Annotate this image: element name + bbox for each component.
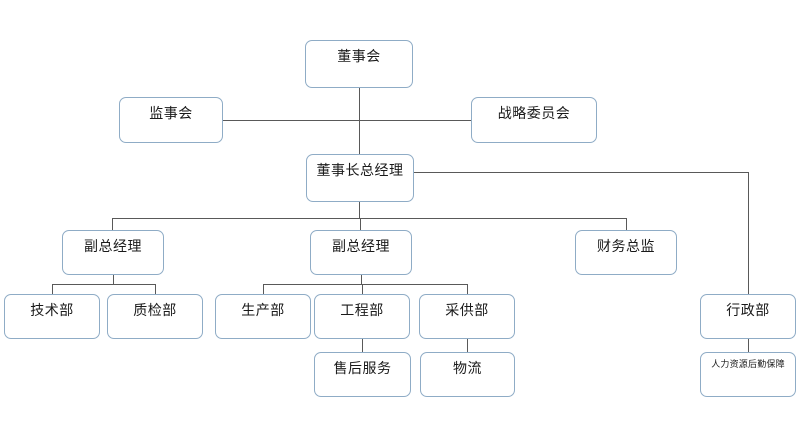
connector-vp-mid-down xyxy=(361,275,362,284)
connector-drop-procurement xyxy=(467,284,468,294)
org-node-label: 副总经理 xyxy=(332,239,390,255)
connector-left-bus xyxy=(52,284,155,285)
org-node-label: 战略委员会 xyxy=(497,106,571,122)
org-node-qc[interactable]: 质检部 xyxy=(107,294,203,339)
org-node-vp-mid[interactable]: 副总经理 xyxy=(310,230,412,275)
connector-drop-vp-mid xyxy=(360,218,361,230)
connector-proc-logistics xyxy=(467,339,468,352)
connector-eng-aftersales xyxy=(362,339,363,352)
org-node-label: 财务总监 xyxy=(597,239,655,255)
org-node-label: 行政部 xyxy=(726,303,770,319)
org-node-chairman[interactable]: 董事长总经理 xyxy=(306,154,414,202)
connector-drop-engineering xyxy=(362,284,363,294)
connector-drop-vp-left xyxy=(112,218,113,230)
org-node-label: 工程部 xyxy=(340,303,384,319)
connector-board-trunk xyxy=(359,88,360,154)
org-node-admin[interactable]: 行政部 xyxy=(700,294,796,339)
connector-chairman-right xyxy=(414,172,748,173)
org-node-engineering[interactable]: 工程部 xyxy=(314,294,410,339)
org-node-label: 售后服务 xyxy=(333,361,392,377)
org-node-label: 物流 xyxy=(453,361,482,377)
org-node-strategy[interactable]: 战略委员会 xyxy=(471,97,597,143)
org-node-hr[interactable]: 人力资源后勤保障 xyxy=(700,352,796,397)
connector-drop-tech xyxy=(52,284,53,294)
org-node-board[interactable]: 董事会 xyxy=(305,40,413,88)
org-node-production[interactable]: 生产部 xyxy=(215,294,311,339)
connector-mid-bus xyxy=(263,284,467,285)
connector-drop-qc xyxy=(155,284,156,294)
connector-vp-left-down xyxy=(113,275,114,284)
org-node-label: 人力资源后勤保障 xyxy=(711,360,785,370)
connector-committee-bus xyxy=(223,120,472,121)
org-node-label: 生产部 xyxy=(241,303,285,319)
org-node-tech[interactable]: 技术部 xyxy=(4,294,100,339)
connector-admin-hr xyxy=(748,339,749,352)
connector-chairman-down xyxy=(359,202,360,219)
org-node-label: 董事会 xyxy=(337,49,381,65)
connector-drop-production xyxy=(263,284,264,294)
org-node-label: 副总经理 xyxy=(84,239,142,255)
org-node-label: 质检部 xyxy=(133,303,177,319)
org-node-label: 董事长总经理 xyxy=(316,163,404,179)
org-node-label: 采供部 xyxy=(445,303,489,319)
org-node-logistics[interactable]: 物流 xyxy=(420,352,515,397)
org-node-supervisors[interactable]: 监事会 xyxy=(119,97,223,143)
connector-drop-cfo xyxy=(626,218,627,230)
org-node-aftersales[interactable]: 售后服务 xyxy=(314,352,411,397)
org-node-procurement[interactable]: 采供部 xyxy=(419,294,515,339)
org-node-vp-left[interactable]: 副总经理 xyxy=(62,230,164,275)
org-node-cfo[interactable]: 财务总监 xyxy=(575,230,677,275)
connector-admin-drop xyxy=(748,172,749,294)
org-node-label: 监事会 xyxy=(149,106,193,122)
connector-level3-bus xyxy=(112,218,627,219)
org-node-label: 技术部 xyxy=(30,303,74,319)
